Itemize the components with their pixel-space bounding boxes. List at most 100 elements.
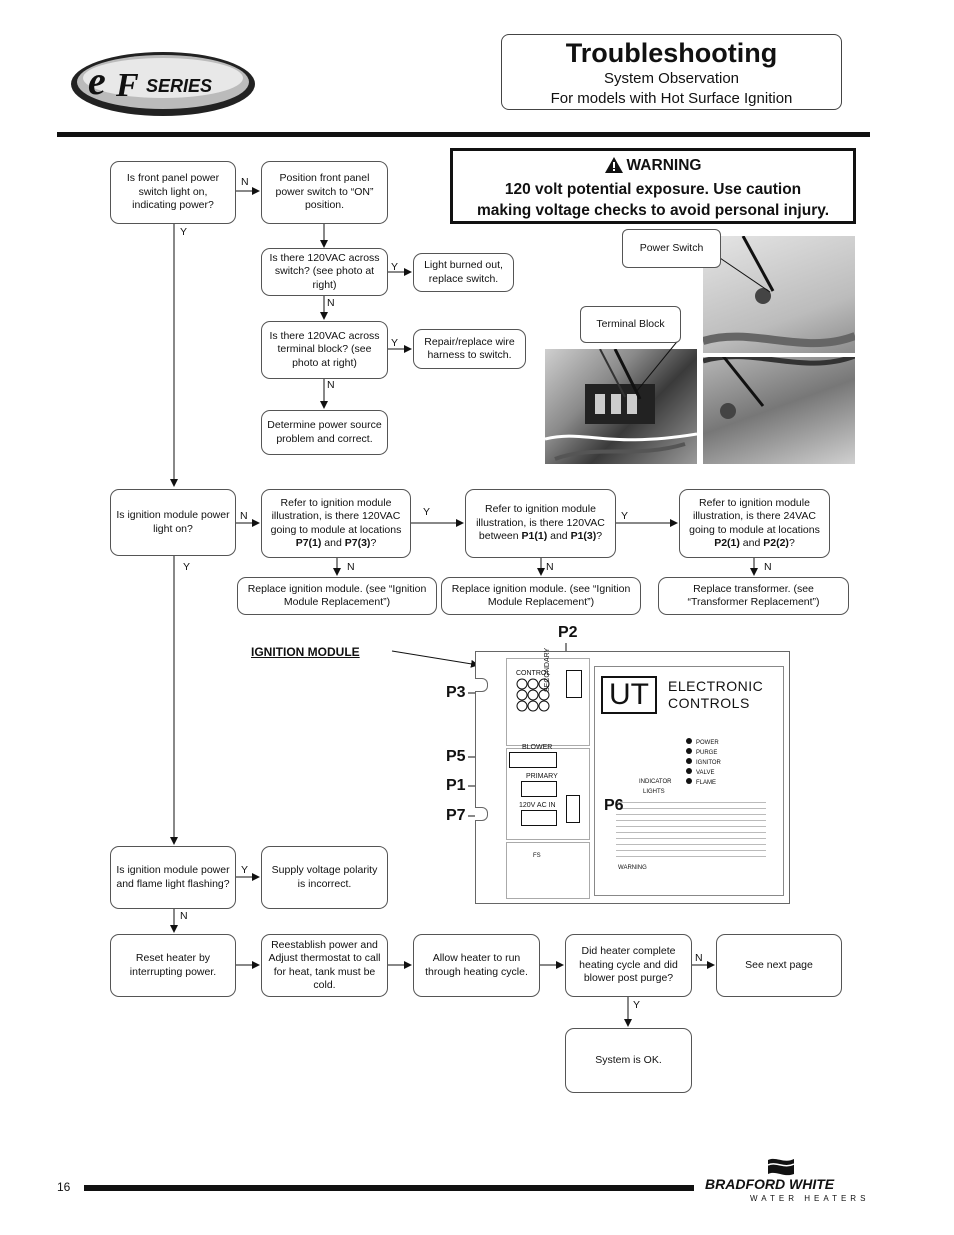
ef-series-logo: e F SERIES [68, 46, 258, 118]
ac-in-label: 120V AC IN [519, 802, 556, 809]
flow-box-replace-module-1: Replace ignition module. (see “Ignition … [237, 577, 437, 615]
warning-line-1: 120 volt potential exposure. Use caution [504, 181, 802, 198]
flow-box-cycle-complete: Did heater complete heating cycle and di… [565, 934, 692, 997]
indicator-text: IGNITOR [696, 760, 721, 766]
secondary-connector [566, 670, 582, 698]
no-label: N [180, 910, 188, 922]
svg-text:F: F [115, 67, 139, 104]
flow-text-part: and [547, 530, 571, 543]
board-notch [475, 807, 488, 821]
p3-label: P3 [446, 684, 466, 701]
flow-box-run-cycle: Allow heater to run through heating cycl… [413, 934, 540, 997]
fs-label: FS [533, 853, 541, 859]
indicator-text: POWER [696, 740, 719, 746]
no-label: N [695, 952, 703, 964]
flow-text: Is front panel power switch light on, in… [126, 172, 220, 212]
page-title: Troubleshooting [565, 38, 778, 68]
flow-text: Is ignition module power and flame light… [116, 864, 230, 890]
callout-text: Power Switch [639, 241, 704, 254]
flow-text: See next page [745, 958, 813, 971]
subtitle-1: System Observation [603, 70, 740, 87]
location-p7-1: P7(1) [295, 537, 322, 549]
p6-connector [566, 795, 580, 823]
flow-text-part: and [739, 537, 764, 549]
flow-text: Did heater complete heating cycle and di… [579, 945, 678, 985]
yes-label: Y [391, 261, 399, 273]
board-warning-label: WARNING [618, 865, 647, 871]
flow-box-replace-module-2: Replace ignition module. (see “Ignition … [441, 577, 641, 615]
flow-text: Reestablish power and Adjust thermostat … [268, 938, 381, 992]
yes-label: Y [391, 337, 399, 349]
location-p2-2: P2(2) [763, 537, 789, 549]
indicator-purge: PURGE [686, 748, 721, 758]
no-label: N [764, 561, 772, 573]
primary-label: PRIMARY [526, 773, 558, 780]
warning-triangle-icon [604, 157, 623, 179]
yes-label: Y [621, 510, 629, 522]
flow-box-reset-heater: Reset heater by interrupting power. [110, 934, 236, 997]
indicator-lights-list: POWER PURGE IGNITOR VALVE FLAME [686, 738, 721, 788]
terminal-block-callout: Terminal Block [580, 306, 681, 343]
indicator-text: VALVE [696, 770, 715, 776]
indicator-power: POWER [686, 738, 721, 748]
flow-box-p1-voltage: Refer to ignition module illustration, i… [465, 489, 616, 558]
flow-text-part: Refer to ignition module illustration, i… [476, 503, 605, 543]
warning-box: WARNING 120 volt potential exposure. Use… [450, 148, 856, 224]
ut-logo: UT [601, 676, 657, 714]
warning-line-2: making voltage checks to avoid personal … [476, 202, 829, 219]
flow-text: Supply voltage polarity is incorrect. [271, 864, 378, 890]
header-rule [57, 132, 870, 137]
control-label: CONTROL [516, 670, 551, 677]
control-section [506, 658, 590, 746]
flow-text: Refer to ignition module illustration, i… [267, 497, 405, 551]
no-label: N [240, 510, 248, 522]
no-label: N [327, 379, 335, 391]
no-label: N [241, 176, 249, 188]
indicator-label-1: INDICATOR [639, 779, 672, 785]
warning-heading: WARNING [626, 157, 702, 174]
flow-box-replace-transformer: Replace transformer. (see “Transformer R… [658, 577, 849, 615]
fs-section [506, 842, 590, 899]
flow-box-reestablish-power: Reestablish power and Adjust thermostat … [261, 934, 388, 997]
flow-box-flame-light-flashing: Is ignition module power and flame light… [110, 846, 236, 909]
flow-box-see-next-page: See next page [716, 934, 842, 997]
flow-text-part: ? [596, 530, 603, 543]
indicator-valve: VALVE [686, 768, 721, 778]
flow-text: System is OK. [595, 1053, 662, 1066]
yes-label: Y [180, 226, 188, 238]
power-section [506, 748, 590, 840]
flow-text: Reset heater by interrupting power. [129, 952, 217, 978]
power-switch-photo [703, 236, 855, 464]
board-notch [475, 678, 488, 692]
flow-text: Position front panel power switch to “ON… [275, 172, 374, 212]
yes-label: Y [241, 864, 249, 876]
indicator-ignitor: IGNITOR [686, 758, 721, 768]
flow-box-power-source: Determine power source problem and corre… [261, 410, 388, 455]
brand-line-2: CONTROLS [668, 695, 750, 711]
ut-logo-text: UT [609, 678, 649, 711]
flow-text-part: Refer to ignition module illustration, i… [270, 496, 402, 536]
flow-text-part: Refer to ignition module illustration, i… [689, 496, 820, 536]
yes-label: Y [183, 561, 191, 573]
ignition-module-board: CONTROL SECONDARY BLOWER PRIMARY 120V AC… [475, 648, 790, 904]
ignition-module-label: IGNITION MODULE [251, 645, 360, 659]
p6-label: P6 [604, 797, 624, 814]
flow-text: Is there 120VAC across terminal block? (… [269, 329, 380, 369]
ac-in-connector [521, 810, 557, 826]
flow-box-system-ok: System is OK. [565, 1028, 692, 1093]
no-label: N [347, 561, 355, 573]
flow-box-replace-switch: Light burned out, replace switch. [413, 253, 514, 292]
p5-label: P5 [446, 748, 466, 765]
title-box: Troubleshooting System Observation For m… [501, 34, 842, 110]
flow-text-part: ? [370, 537, 377, 549]
svg-text:e: e [88, 58, 106, 103]
yes-label: Y [423, 506, 431, 518]
callout-text: Terminal Block [596, 317, 665, 330]
flow-text: Determine power source problem and corre… [267, 419, 382, 445]
flow-text: Replace transformer. (see “Transformer R… [687, 582, 820, 609]
flow-text: Is ignition module power light on? [116, 509, 230, 535]
bradford-white-flag-icon [766, 1156, 796, 1183]
location-p1-1: P1(1) [521, 530, 548, 543]
flow-box-repair-harness: Repair/replace wire harness to switch. [413, 329, 526, 369]
